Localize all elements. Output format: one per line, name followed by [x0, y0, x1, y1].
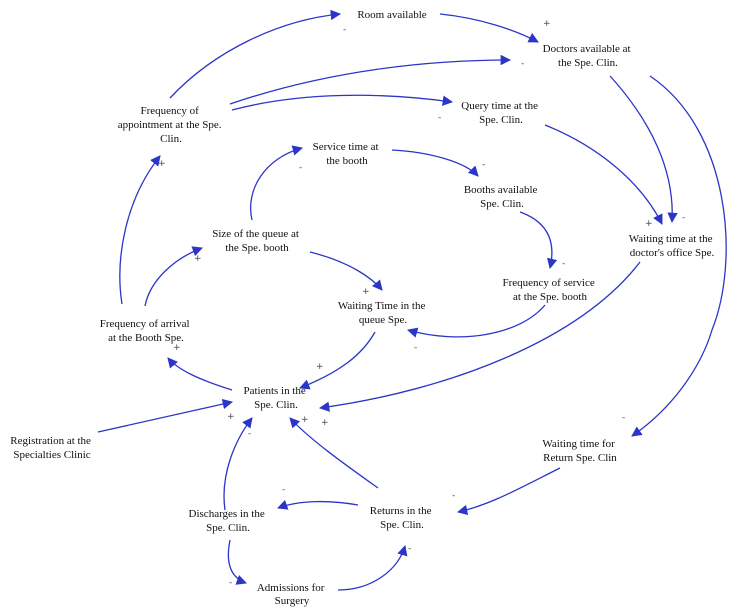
link-service-to-booths	[391, 149, 479, 177]
link-discharges-to-patients	[223, 417, 253, 511]
polarity-marks: + - - - + - - + - - + + - + + + - + + - …	[158, 19, 685, 588]
link-registration-to-patients	[97, 398, 234, 433]
sign-plus: +	[543, 19, 551, 29]
sign-plus: +	[227, 412, 235, 422]
node-discharges: Discharges in the Spe. Clin.	[189, 508, 268, 534]
node-frequency-arrival: Frequency of arrival at the Booth Spe.	[100, 318, 193, 344]
sign-minus: -	[438, 113, 441, 123]
link-room-to-doctors	[439, 13, 539, 43]
sign-minus: -	[248, 429, 251, 439]
link-admissions-to-returns	[337, 545, 408, 591]
link-freq-service-to-waiting-queue	[407, 304, 546, 338]
sign-plus: +	[316, 362, 324, 372]
sign-plus: +	[362, 287, 370, 297]
sign-plus: +	[321, 418, 329, 428]
node-size-queue: Size of the queue at the Spe. booth	[212, 228, 302, 254]
node-doctors-available: Doctors available at the Spe. Clin.	[543, 43, 634, 69]
link-patients-to-arrival	[167, 357, 233, 391]
link-returns-to-patients	[289, 417, 379, 489]
sign-minus: -	[682, 213, 685, 223]
sign-minus: -	[414, 343, 417, 353]
link-discharges-to-admissions	[227, 539, 247, 585]
sign-plus: +	[645, 219, 653, 229]
sign-minus: -	[622, 413, 625, 423]
link-query-to-waiting-doctor	[544, 124, 663, 225]
link-returns-to-discharges	[277, 499, 359, 510]
sign-minus: -	[408, 544, 411, 554]
sign-minus: -	[229, 578, 232, 588]
sign-plus: +	[301, 415, 309, 425]
link-arrival-to-appointment	[119, 155, 161, 305]
link-appointment-to-doctors	[229, 54, 512, 105]
node-patients: Patients in the Spe. Clin.	[243, 385, 308, 411]
sign-plus: +	[194, 254, 202, 264]
node-frequency-service: Frequency of service at the Spe. booth	[503, 277, 598, 303]
node-waiting-time-doctor: Waiting time at the doctor's office Spe.	[629, 233, 715, 259]
node-query-time: Query time at the Spe. Clin.	[461, 100, 540, 126]
link-size-to-service	[250, 145, 304, 221]
variable-labels: Room available Doctors available at the …	[10, 9, 715, 607]
sign-minus: -	[299, 163, 302, 173]
node-frequency-appointment: Frequency of appointment at the Spe. Cli…	[118, 105, 225, 145]
link-waiting-return-to-returns	[456, 467, 561, 516]
node-admissions: Admissions for Surgery	[257, 582, 327, 607]
node-returns: Returns in the Spe. Clin.	[370, 505, 434, 531]
node-registration: Registration at the Specialties Clinic	[10, 435, 93, 461]
sign-minus: -	[452, 491, 455, 501]
link-booths-to-freq-service	[519, 211, 558, 270]
sign-minus: -	[282, 485, 285, 495]
link-doctors-to-waiting-doctor	[609, 75, 678, 224]
link-arrival-to-size	[144, 246, 203, 307]
node-waiting-time-queue: Waiting Time in the queue Spe.	[338, 300, 428, 326]
node-service-time-booth: Service time at the booth	[313, 141, 382, 167]
sign-minus: -	[343, 25, 346, 35]
link-doctors-to-waiting-return	[631, 75, 727, 437]
node-booths-available: Booths available Spe. Clin.	[464, 184, 540, 210]
sign-plus: +	[173, 343, 181, 353]
sign-minus: -	[562, 259, 565, 269]
link-appointment-to-query	[231, 94, 454, 111]
sign-plus: +	[158, 159, 166, 169]
link-size-to-waiting-queue	[309, 251, 383, 291]
sign-minus: -	[482, 160, 485, 170]
sign-minus: -	[521, 59, 524, 69]
node-waiting-time-return: Waiting time for Return Spe. Clin	[542, 438, 617, 464]
node-room-available: Room available	[357, 9, 426, 21]
link-waiting-queue-to-patients	[299, 331, 376, 390]
link-appointment-to-room	[169, 9, 342, 99]
link-waiting-doctor-to-patients	[318, 261, 641, 412]
causal-links	[97, 9, 727, 591]
